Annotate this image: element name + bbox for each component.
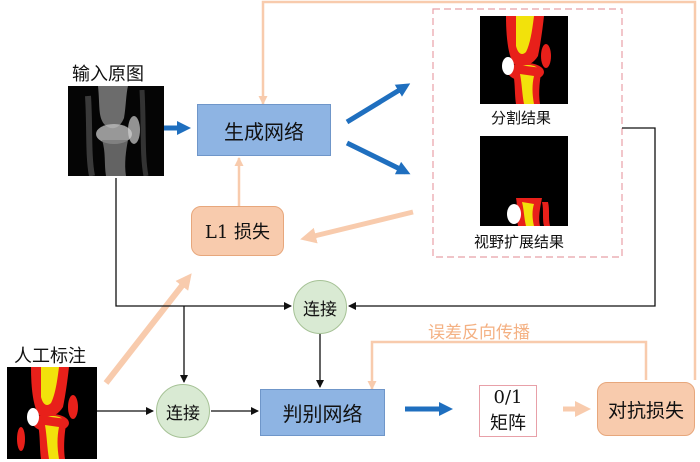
input-mri-image xyxy=(68,86,164,176)
l1-loss: L1 损失 xyxy=(191,206,284,256)
fov-label: 视野扩展结果 xyxy=(474,233,565,251)
arrow-generator-to-fov xyxy=(345,140,411,175)
arrow-annotation-to-l1-loss xyxy=(103,273,192,385)
adversarial-loss: 对抗损失 xyxy=(597,382,695,436)
matrix-line-2: 矩阵 xyxy=(490,413,526,434)
concat-node-top: 连接 xyxy=(293,280,347,334)
arrow-output-to-l1-loss xyxy=(300,209,414,244)
fov-result-image xyxy=(480,136,568,226)
matrix-line-1: 0/1 xyxy=(493,387,523,408)
generator-network: 生成网络 xyxy=(197,104,331,156)
line-output-to-concat-top xyxy=(348,127,656,310)
annotation-label: 人工标注 xyxy=(14,346,86,367)
annotation-image xyxy=(7,367,97,459)
feedback-backprop-to-discriminator xyxy=(367,340,648,390)
line-input-to-concat-top xyxy=(115,178,292,310)
input-image-label: 输入原图 xyxy=(72,64,144,85)
binary-matrix: 0/1 矩阵 xyxy=(479,385,537,437)
concat-node-bottom: 连接 xyxy=(156,384,210,438)
output-region-border xyxy=(432,8,623,258)
arrow-generator-to-segmentation xyxy=(345,83,411,125)
feedback-loop-to-generator xyxy=(258,0,697,380)
backprop-annotation: 误差反向传播 xyxy=(428,323,530,343)
segmentation-label: 分割结果 xyxy=(491,109,552,127)
discriminator-network: 判别网络 xyxy=(260,389,385,436)
segmentation-result-image xyxy=(480,16,568,104)
